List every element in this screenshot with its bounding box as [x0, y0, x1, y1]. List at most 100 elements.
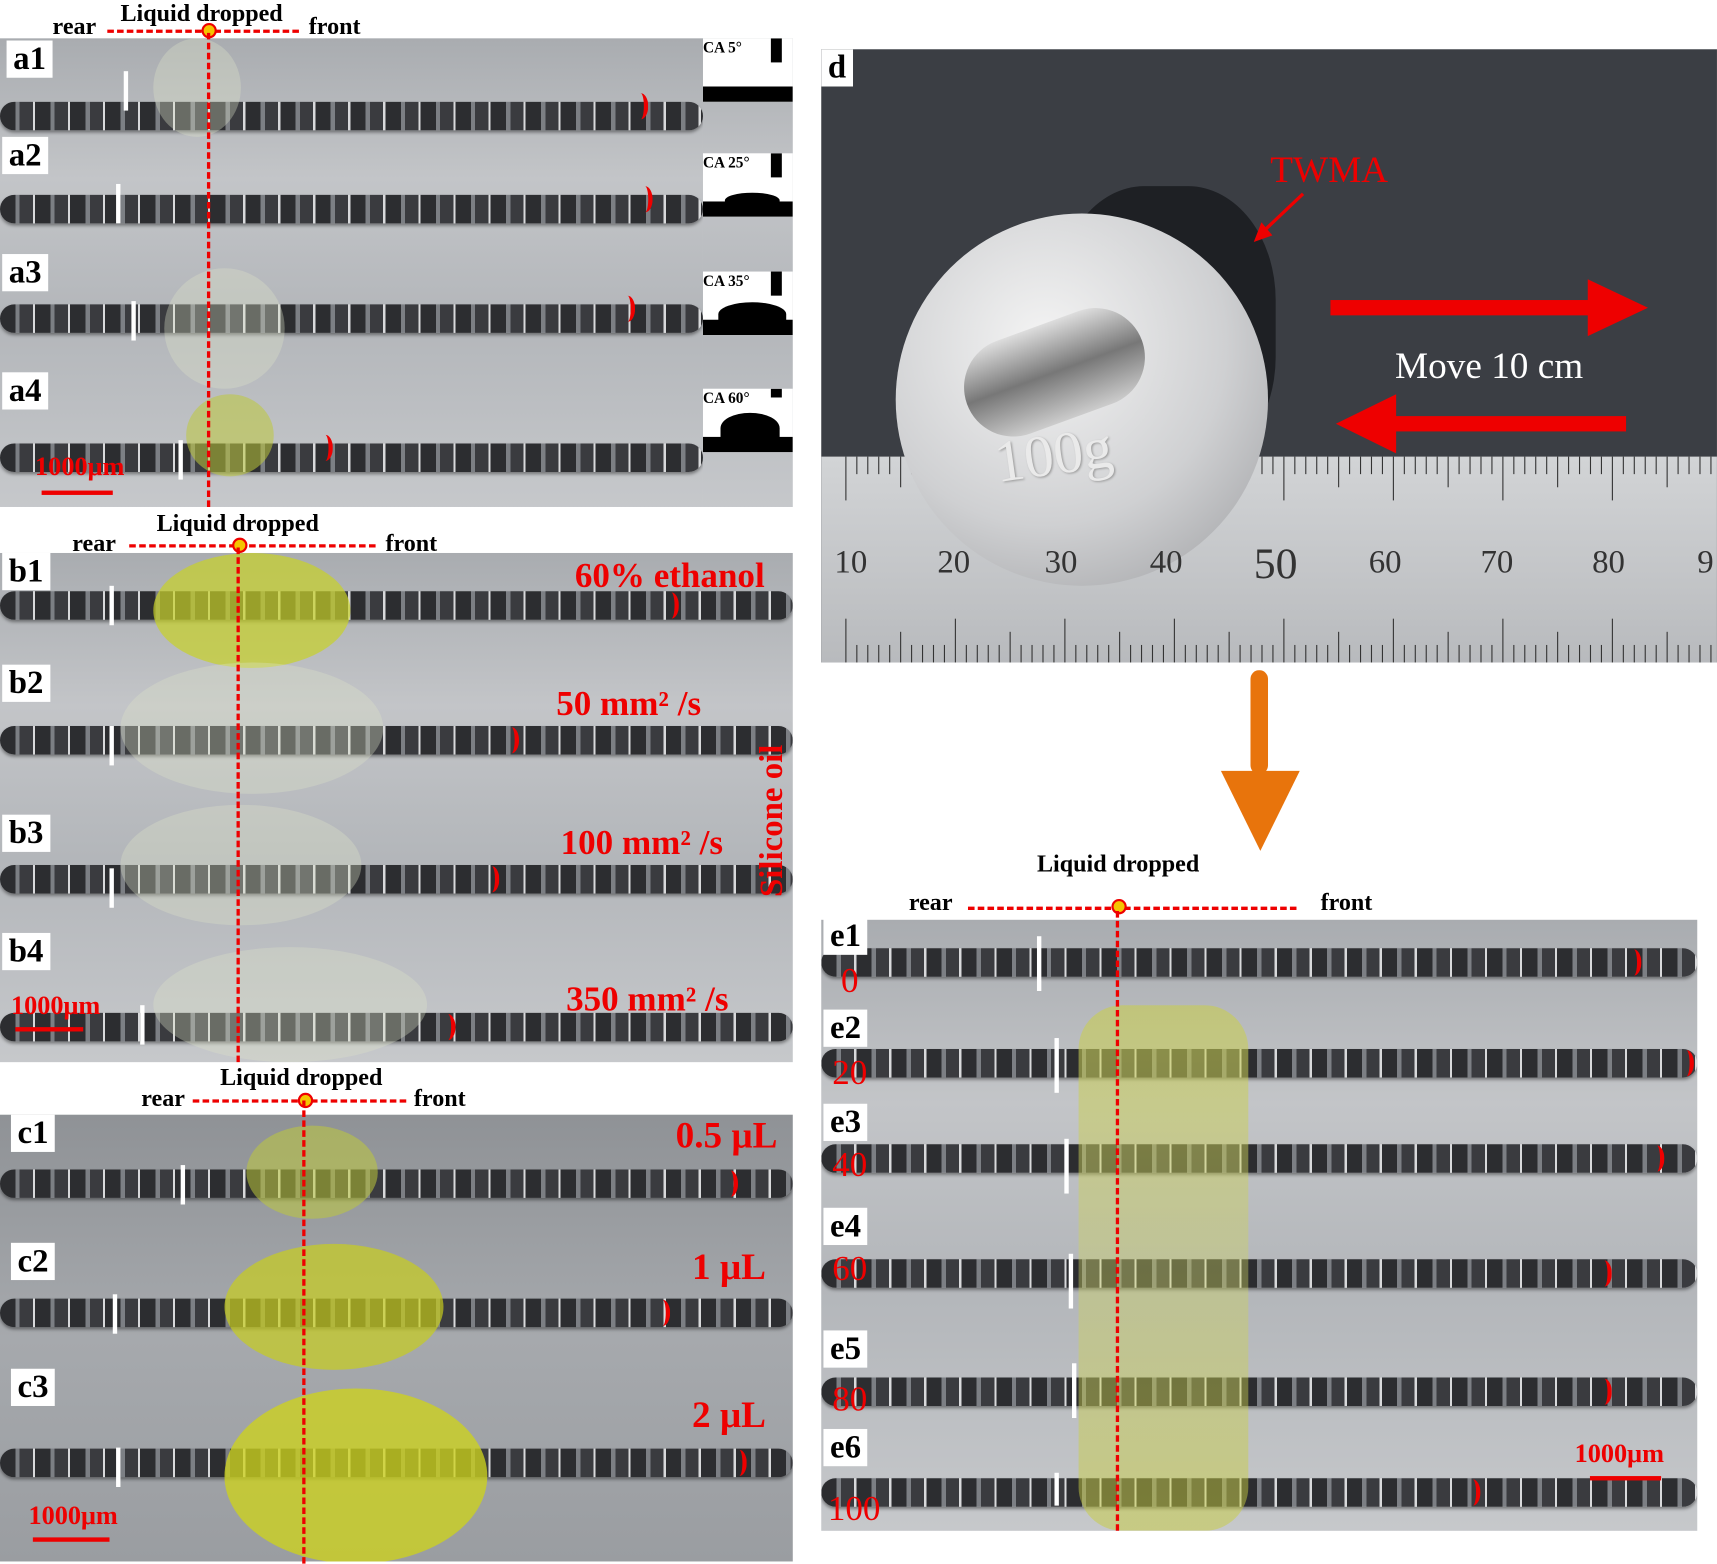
front-marker — [731, 1449, 747, 1477]
ruler-tick — [1359, 456, 1362, 475]
ruler-tick — [889, 644, 891, 663]
ruler-tick — [1611, 618, 1613, 663]
ruler-number: 80 — [1592, 544, 1625, 581]
ruler-tick — [1359, 644, 1362, 663]
ruler-tick — [1228, 631, 1230, 663]
ruler-tick — [1283, 618, 1285, 663]
ruler-tick — [1064, 618, 1066, 663]
ruler-tick — [1009, 631, 1011, 663]
ruler-tick — [1436, 456, 1438, 475]
ruler-tick — [987, 644, 989, 663]
ruler-tick — [1097, 644, 1099, 663]
ruler-tick — [1392, 618, 1394, 663]
rear-label: rear — [141, 1084, 185, 1112]
move-label: Move 10 cm — [1395, 346, 1584, 387]
ruler-tick — [1316, 456, 1318, 475]
ruler-numbers: 10 20 30 40 50 60 70 80 9 — [821, 539, 1717, 592]
front-marker — [664, 592, 679, 619]
direction-arrow — [967, 906, 1297, 910]
ruler-tick — [1458, 456, 1460, 475]
front-marker — [620, 295, 636, 322]
row-label: a4 — [2, 372, 49, 410]
rear-label: rear — [908, 888, 953, 916]
ruler-tick — [1447, 631, 1449, 663]
ruler-number: 20 — [937, 544, 971, 581]
ruler-tick — [1184, 644, 1186, 663]
direction-arrow — [129, 544, 376, 548]
scale-bar — [15, 1027, 84, 1032]
ruler-tick — [1622, 644, 1624, 663]
scale-text: 1000μm — [10, 992, 101, 1021]
ruler-tick — [1644, 644, 1646, 663]
ruler-tick — [1381, 644, 1383, 663]
ruler-number: 50 — [1253, 538, 1298, 589]
ruler-tick — [1327, 644, 1329, 663]
front-marker — [1626, 949, 1642, 976]
ruler-tick — [1502, 456, 1504, 501]
ruler-tick — [867, 644, 869, 663]
row-label: e4 — [823, 1207, 868, 1246]
ruler-tick — [1031, 644, 1033, 663]
ruler-tick — [1535, 456, 1537, 475]
ruler-tick — [1338, 456, 1340, 488]
ruler-tick — [1633, 644, 1635, 663]
title: Liquid dropped — [1036, 849, 1200, 878]
ruler-tick — [856, 644, 858, 663]
contact-angle-inset: CA 35° — [702, 271, 793, 336]
ruler-tick — [1666, 456, 1668, 488]
distance-value: 100 — [827, 1488, 881, 1528]
ruler-tick — [932, 644, 935, 663]
row-label: a1 — [6, 40, 53, 78]
weight-disk: 100g — [895, 213, 1269, 586]
panel-label: d — [821, 49, 853, 87]
ruler-tick — [1710, 644, 1712, 663]
ruler-tick — [1578, 644, 1581, 663]
ruler-number: 9 — [1697, 544, 1714, 581]
ruler-tick — [1381, 456, 1383, 475]
title: Liquid dropped — [120, 0, 283, 27]
front-label: front — [308, 12, 361, 40]
ruler-tick — [1557, 631, 1559, 663]
ruler-tick — [1710, 456, 1712, 475]
distance-value: 20 — [832, 1052, 868, 1092]
ruler-tick — [845, 456, 847, 501]
image-e — [821, 919, 1698, 1531]
down-arrow-icon — [1220, 670, 1300, 851]
ruler-tick — [878, 456, 880, 475]
ruler-tick — [1513, 644, 1515, 663]
ruler-tick — [965, 644, 967, 663]
ruler-tick — [1688, 456, 1690, 475]
front-label: front — [385, 528, 438, 557]
rear-label: rear — [72, 528, 116, 557]
ruler-tick — [1338, 631, 1340, 663]
front-marker — [1679, 1050, 1694, 1077]
ruler-tick — [1349, 644, 1351, 663]
ruler-tick — [1677, 456, 1679, 475]
title: Liquid dropped — [220, 1063, 383, 1091]
scale-text: 1000μm — [1574, 1439, 1664, 1469]
contact-angle-inset: CA 60° — [702, 388, 793, 453]
ruler-tick — [1546, 644, 1548, 663]
ruler-tick — [856, 456, 858, 475]
row-label: b1 — [2, 552, 51, 591]
ruler-tick — [1611, 456, 1613, 501]
ruler-tick — [1261, 644, 1263, 663]
ruler-tick — [1600, 644, 1602, 663]
twma-pointer-arrow — [1253, 192, 1305, 242]
ruler-tick — [1425, 644, 1427, 663]
front-marker — [723, 1170, 739, 1197]
front-marker — [1597, 1260, 1612, 1287]
ruler-tick — [1414, 456, 1416, 475]
condition-label: 100 mm² /s — [560, 822, 723, 862]
distance-value: 60 — [832, 1248, 868, 1288]
image-a — [0, 38, 703, 507]
ruler-tick — [998, 644, 1000, 663]
ruler-tick — [1491, 456, 1493, 475]
ruler-tick — [1370, 456, 1373, 475]
ruler-tick — [1557, 456, 1559, 488]
volume-label: 1 μL — [692, 1247, 766, 1288]
front-marker — [504, 727, 520, 754]
ruler-tick — [911, 644, 913, 663]
ruler-tick — [1305, 644, 1307, 663]
